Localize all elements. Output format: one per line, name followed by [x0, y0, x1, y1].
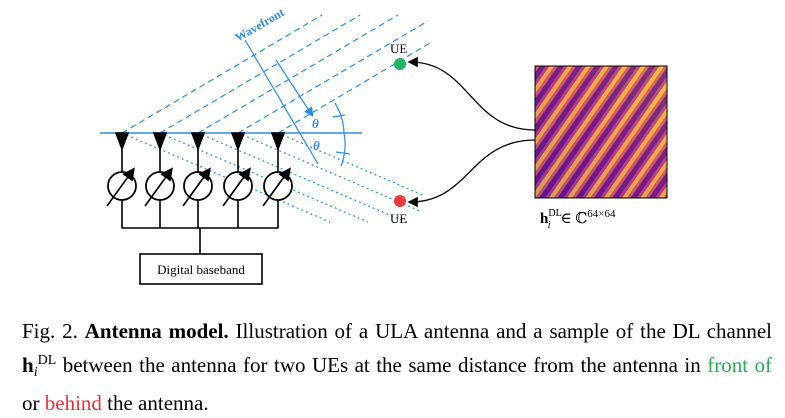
ue-behind-label: UE: [390, 211, 407, 226]
ue-front-dot: [394, 58, 406, 70]
antenna-element-3: [190, 132, 206, 228]
antenna-element-1: [114, 132, 130, 228]
figure-caption: Fig. 2. Antenna model. Illustration of a…: [22, 316, 772, 418]
theta-label-bottom: θ: [313, 138, 320, 153]
caption-math: hiDL: [22, 353, 57, 380]
ue-front-label: UE: [390, 41, 407, 56]
wavefront-label: Wavefront: [233, 5, 287, 44]
theta-arc-bottom: [340, 132, 346, 167]
ue-behind-dot: [394, 195, 406, 207]
caption-title: Antenna model.: [84, 319, 229, 343]
antenna-element-4: [230, 132, 246, 228]
caption-text-3: the antenna.: [107, 391, 209, 415]
caption-behind: behind: [44, 391, 102, 415]
antenna-diagram: Wavefront θ θ Digital baseband UE UE: [100, 5, 668, 285]
theta-arc-top: [334, 102, 345, 134]
phase-shifter-arrows: [106, 167, 291, 207]
digital-baseband-box: [139, 253, 263, 285]
antenna-elements: [114, 132, 286, 228]
link-to-ue-front: [407, 56, 536, 131]
antenna-element-5: [270, 132, 286, 228]
digital-baseband-label: Digital baseband: [157, 262, 245, 277]
caption-front: front of: [707, 353, 773, 377]
link-to-ue-behind: [407, 139, 536, 208]
caption-text-2: between the antenna for two UEs at the s…: [62, 353, 701, 377]
caption-text-1: Illustration of a ULA antenna and a samp…: [235, 319, 773, 343]
wave-lines-front: [121, 14, 431, 134]
wavefront-arrow: [275, 59, 314, 118]
theta-label-top: θ: [312, 116, 319, 131]
dl-channel-heatmap: [534, 65, 668, 199]
wavefront-line: [244, 39, 319, 165]
caption-or: or: [22, 391, 40, 415]
phase-shifters: [107, 171, 293, 201]
caption-fig-label: Fig. 2.: [22, 319, 78, 343]
antenna-element-2: [152, 132, 168, 228]
wave-lines-behind: [121, 132, 426, 223]
